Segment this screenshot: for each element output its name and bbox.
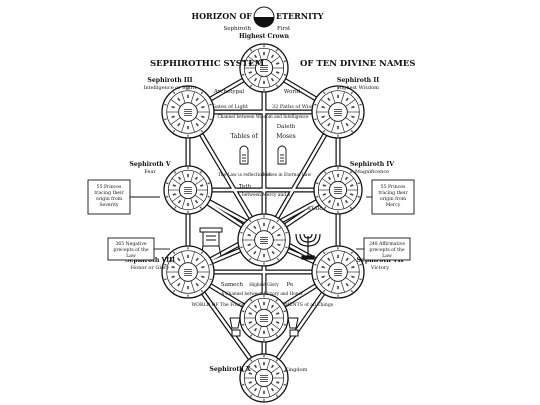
law-reflection-label: The Law is reflection of — [218, 173, 271, 178]
archetypal-label: Archetypal — [213, 89, 245, 95]
sephiroth-4-sub: Magnificence — [355, 169, 389, 175]
moses-eternal-label: Moses in Eternal Law — [263, 173, 312, 178]
sephiroth-2-title: Sephiroth II — [337, 77, 379, 84]
sephiroth-5-title: Sephiroth V — [129, 161, 170, 168]
highest-crown-label: Highest Crown — [239, 33, 290, 40]
sephira-9-wheel — [239, 293, 289, 343]
channel-wisdom-label: Channel between Wisdom and Intelligence — [218, 114, 310, 119]
sephira-10-wheel — [239, 353, 289, 403]
tables-of-label: Tables of — [230, 133, 258, 140]
sephiroth-3-sub: Intelligence or Spirit — [144, 85, 197, 91]
sephira-8-wheel — [161, 245, 215, 299]
first-label: First — [277, 26, 291, 32]
sephiroth-8-sub: Honor or Glory — [131, 265, 170, 271]
horizon-of-eternity: HORIZON OF ETERNITY Sephiroth First High… — [192, 6, 324, 40]
samech-label: Samech — [221, 282, 244, 288]
sephira-4-wheel — [313, 165, 363, 215]
sephiroth-4-title: Sephiroth IV — [350, 161, 394, 168]
sephira-7-wheel — [311, 245, 365, 299]
stars-label: STARS — [307, 206, 325, 212]
thirty-two-paths-label: 32 Paths of Wisdom — [272, 104, 322, 110]
system-title-left: SEPHIROTHIC SYSTEM — [150, 59, 265, 69]
sephira-2-wheel — [311, 85, 365, 139]
sephiroth-5-sub: Fear — [144, 169, 156, 175]
sephiroth-3-title: Sephiroth III — [147, 77, 192, 84]
sephiroth-10-sub: Kingdom — [285, 367, 308, 373]
sephiroth-8-title: Sephiroth VIII — [125, 257, 175, 264]
world-label: World — [284, 89, 301, 95]
side-boxes — [87, 179, 415, 261]
tablets-of-moses — [239, 145, 287, 165]
elements-label: ELEMENTS of all Things — [275, 302, 334, 308]
fifty-gates-label: 50 Gates of Light — [204, 104, 248, 110]
sephiroth-labels: Sephiroth III Intelligence or Spirit Sep… — [125, 77, 404, 373]
horizon-left-label: HORIZON OF — [192, 11, 253, 21]
pe-label: Pe — [287, 282, 294, 288]
highest-glory-label: Highest Glory — [249, 282, 279, 287]
daleth-label: Daleth — [277, 124, 296, 130]
sephira-5-wheel — [163, 165, 213, 215]
sephiroth-2-sub: Highest Wisdom — [337, 85, 379, 91]
sephiroth-first-label: Sephiroth — [223, 26, 251, 32]
sephiroth-10-title: Sephiroth X — [209, 366, 250, 373]
teth-label: Teth — [239, 184, 252, 190]
sephira-3-wheel — [161, 85, 215, 139]
system-title-right: OF TEN DIVINE NAMES — [300, 59, 415, 69]
menorah-icon — [295, 233, 321, 260]
sephira-1-wheel — [239, 43, 289, 93]
sephiroth-7-title: Sephiroth VII — [356, 257, 403, 264]
sephiroth-7-sub: Victory — [370, 265, 389, 271]
world-of-foundation-label: WORLD OF The Foundation — [191, 302, 256, 308]
vessel-icons — [229, 317, 299, 337]
between-mercy-label: between Mercy and a — [242, 193, 291, 198]
moses-label: Moses — [276, 133, 295, 140]
sephiroth-circles — [161, 43, 365, 403]
sephira-6-wheel — [237, 213, 291, 267]
table-of-shewbread-icon — [199, 227, 223, 257]
horizon-right-label: ETERNITY — [276, 11, 324, 21]
system-title: SEPHIROTHIC SYSTEM OF TEN DIVINE NAMES — [150, 59, 415, 69]
